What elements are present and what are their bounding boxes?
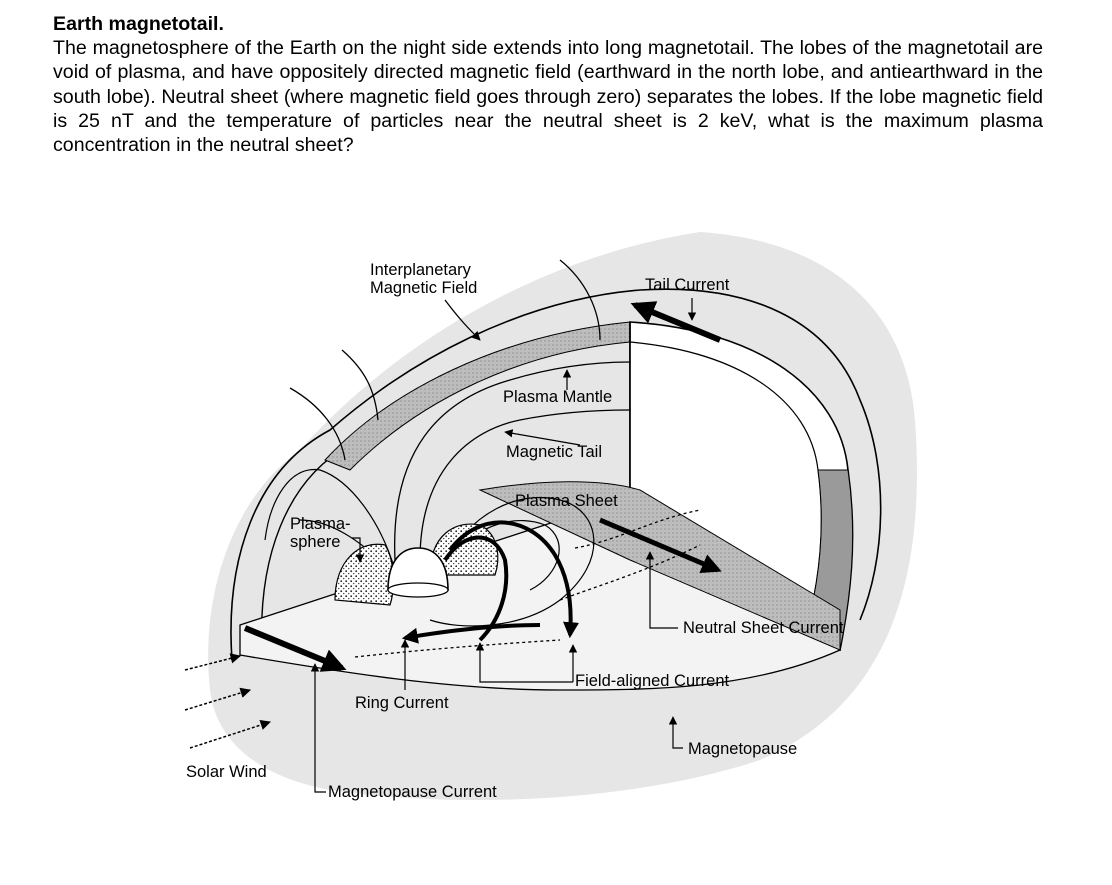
- label-magnetopause: Magnetopause: [688, 740, 797, 758]
- label-field-aligned-current: Field-aligned Current: [575, 672, 729, 690]
- problem-title: Earth magnetotail.: [53, 13, 224, 35]
- label-plasmasphere-line1: Plasma-: [290, 515, 351, 533]
- label-ring-current: Ring Current: [355, 694, 449, 712]
- imf-line: [289, 387, 346, 461]
- neutral-sheet-dotted-line: [354, 639, 561, 658]
- magnetopause-current-arrow: [243, 625, 347, 672]
- leader-field-aligned: [475, 642, 573, 683]
- neutral-sheet-current-arrow: [599, 517, 722, 573]
- earth-equator: [387, 582, 449, 598]
- leader-neutral-sheet: [645, 551, 678, 629]
- tail-current-arrow: [630, 301, 722, 343]
- imf-line: [559, 259, 601, 341]
- imf-line: [341, 349, 379, 421]
- ring-current: [401, 623, 541, 644]
- leader-magnetopause-current: [310, 663, 326, 793]
- magnetic-tail-field-line: [394, 361, 631, 561]
- label-magnetopause-current: Magnetopause Current: [328, 783, 497, 801]
- solar-wind-arrow: [184, 653, 242, 671]
- magnetic-tail-field-line: [419, 409, 631, 561]
- neutral-sheet-dotted-line: [574, 509, 701, 549]
- field-aligned-current: [448, 520, 579, 639]
- solar-wind-arrow: [189, 719, 271, 749]
- problem-body: The magnetosphere of the Earth on the ni…: [53, 37, 1043, 157]
- dayside-field-line: [264, 469, 396, 571]
- label-plasmasphere-line2: sphere: [290, 533, 340, 551]
- label-imf-line2: Magnetic Field: [370, 279, 477, 297]
- field-aligned-current: [443, 535, 509, 642]
- label-tail-current: Tail Current: [645, 276, 730, 294]
- label-magnetic-tail: Magnetic Tail: [506, 443, 602, 461]
- label-solar-wind: Solar Wind: [186, 763, 267, 781]
- solar-wind-arrow: [184, 687, 252, 711]
- leader-magnetic-tail: [504, 429, 581, 446]
- magnetic-tail-field-line: [429, 496, 595, 627]
- earth: [387, 547, 449, 591]
- magnetopause-boundary: [230, 288, 882, 661]
- label-plasma-mantle: Plasma Mantle: [503, 388, 612, 406]
- leader-magnetopause: [668, 716, 683, 749]
- leader-plasmasphere: [352, 537, 365, 563]
- problem-statement: Earth magnetotail. The magnetosphere of …: [53, 12, 1043, 157]
- label-plasma-sheet: Plasma Sheet: [515, 492, 618, 510]
- plasma-sheet-band: [478, 481, 841, 651]
- label-neutral-sheet-current: Neutral Sheet Current: [683, 619, 844, 637]
- imf-arrow: [444, 299, 481, 341]
- label-imf-line1: Interplanetary: [370, 261, 472, 279]
